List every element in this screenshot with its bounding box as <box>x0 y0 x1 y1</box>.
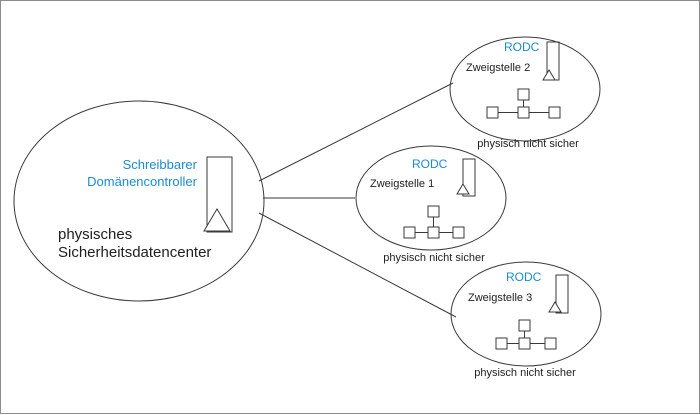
branch-2-node-right <box>548 106 561 119</box>
link-to-branch-2 <box>258 82 454 182</box>
branch-node-2: RODC Zweigstelle 2 physisch nicht sicher <box>449 36 601 150</box>
branch-node-1: RODC Zweigstelle 1 physisch nicht sicher <box>355 145 507 264</box>
branch-3-status: physisch nicht sicher <box>474 367 576 379</box>
branch-2-node-left <box>486 106 499 119</box>
branch-3-hub-top <box>518 319 531 332</box>
branch-2-name: Zweigstelle 2 <box>466 62 530 74</box>
branch-2-status: physisch nicht sicher <box>477 138 579 150</box>
branch-1-node-left <box>403 226 416 239</box>
link-to-branch-3 <box>258 212 457 318</box>
writable-dc-triangle-icon <box>203 208 231 232</box>
datacenter-title-line2: Domänencontroller <box>87 174 198 189</box>
branch-1-rodc-label: RODC <box>412 157 448 171</box>
branch-1-status: physisch nicht sicher <box>383 252 485 264</box>
branch-2-hub-top <box>517 88 530 101</box>
branch-3-server-icon <box>555 274 569 314</box>
datacenter-node: Schreibbarer Domänencontroller physische… <box>13 100 265 302</box>
branch-node-3: RODC Zweigstelle 3 physisch nicht sicher <box>450 261 602 379</box>
branch-3-node-right <box>544 337 557 350</box>
branch-1-node-center <box>427 226 440 239</box>
branch-3-triangle-icon <box>548 301 562 313</box>
branch-3-rodc-label: RODC <box>506 270 542 284</box>
datacenter-ellipse <box>13 100 265 302</box>
branch-1-triangle-icon <box>456 183 470 195</box>
datacenter-title-line1: Schreibbarer <box>123 157 198 172</box>
datacenter-label-line1: physisches <box>58 226 132 243</box>
branch-1-ellipse <box>355 145 507 251</box>
datacenter-label-line2: Sicherheitsdatencenter <box>58 244 211 261</box>
writable-dc-server-icon <box>206 156 233 233</box>
branch-1-hub-top <box>427 205 440 218</box>
branch-2-rodc-label: RODC <box>504 40 540 54</box>
branch-2-ellipse <box>449 36 601 142</box>
branch-3-name: Zweigstelle 3 <box>468 292 532 304</box>
branch-1-name: Zweigstelle 1 <box>370 178 434 190</box>
branch-2-node-center <box>517 106 530 119</box>
branch-3-ellipse <box>450 261 602 367</box>
branch-3-node-left <box>495 337 508 350</box>
branch-3-node-center <box>518 337 531 350</box>
branch-1-server-icon <box>462 158 476 197</box>
branch-2-triangle-icon <box>542 69 556 81</box>
branch-1-node-right <box>452 226 465 239</box>
